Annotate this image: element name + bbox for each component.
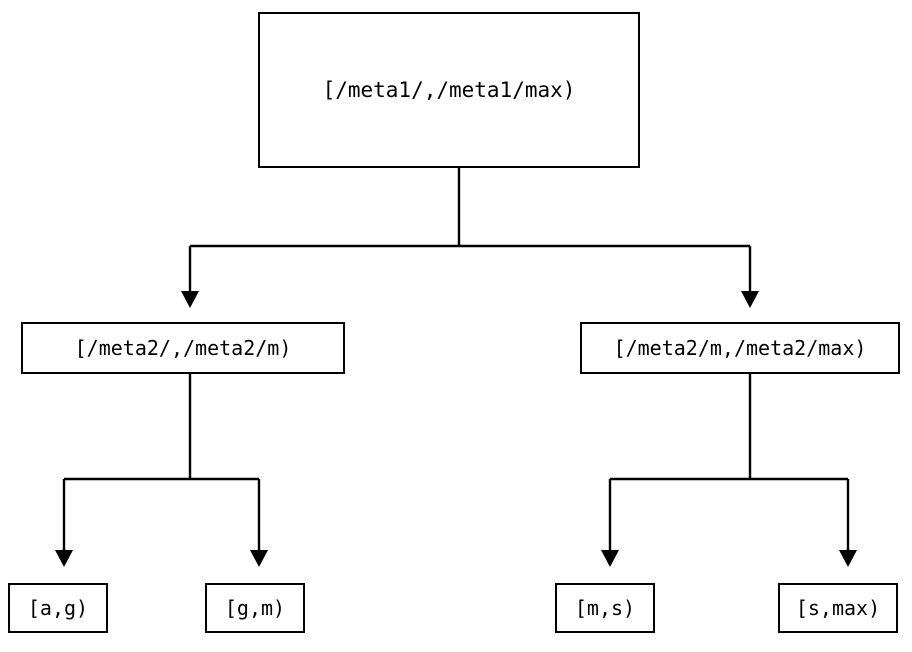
arrowhead-leaf-m-s xyxy=(601,550,619,567)
arrowhead-mid-left xyxy=(181,291,199,308)
node-leaf-m-s: [m,s) xyxy=(555,583,655,633)
node-leaf-a-g: [a,g) xyxy=(8,583,108,633)
node-leaf-g-m: [g,m) xyxy=(205,583,305,633)
node-leaf-s-max: [s,max) xyxy=(778,583,898,633)
arrowhead-leaf-a-g xyxy=(55,550,73,567)
node-level2-right: [/meta2/m,/meta2/max) xyxy=(580,322,900,374)
arrowhead-leaf-g-m xyxy=(250,550,268,567)
arrowhead-mid-right xyxy=(741,291,759,308)
node-root: [/meta1/,/meta1/max) xyxy=(258,12,640,168)
node-level2-left: [/meta2/,/meta2/m) xyxy=(21,322,345,374)
arrowhead-leaf-s-max xyxy=(839,550,857,567)
